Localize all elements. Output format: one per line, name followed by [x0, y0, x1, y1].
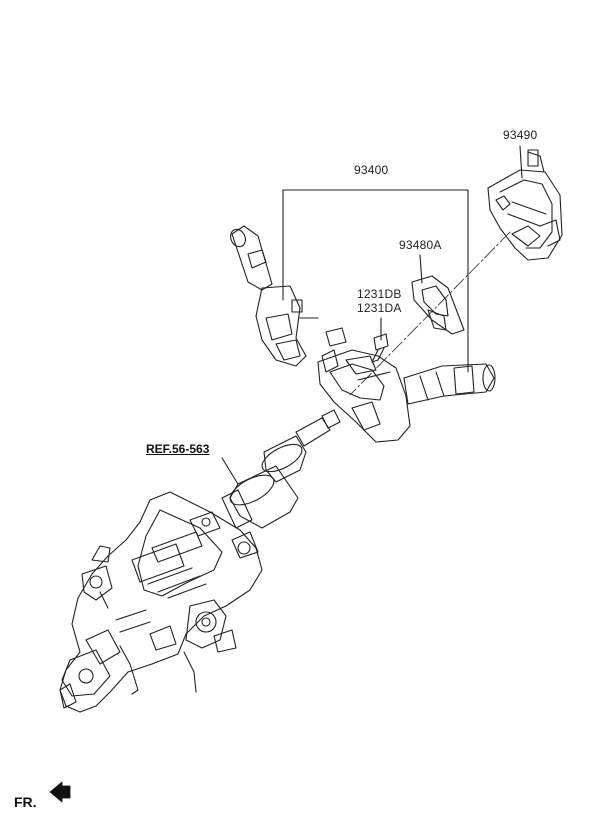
part-label-1231db: 1231DB: [357, 287, 402, 301]
right-stalk-switch: [403, 363, 496, 405]
center-switch-body: [317, 327, 411, 443]
part-label-1231da: 1231DA: [357, 301, 402, 315]
bolt-1231db: [371, 333, 389, 363]
ring-93480a: [411, 275, 465, 335]
steering-column-body: [59, 491, 263, 713]
clock-spring-93490: [487, 149, 563, 261]
leader-ref: [221, 457, 239, 485]
bracket-93400: [282, 189, 469, 373]
assembly-centerline: [349, 231, 511, 396]
left-stalk-switch: [230, 225, 319, 367]
arrow-icon: [49, 781, 71, 803]
reference-label: REF.56-563: [146, 442, 210, 456]
part-label-93400: 93400: [354, 163, 389, 177]
leader-93490: [519, 145, 523, 179]
upper-shaft: [261, 409, 341, 483]
part-label-93480a: 93480A: [399, 238, 442, 252]
column-tube: [221, 465, 299, 529]
leader-93480a: [419, 254, 423, 284]
part-label-93490: 93490: [503, 128, 538, 142]
front-direction-label: FR.: [14, 794, 37, 810]
